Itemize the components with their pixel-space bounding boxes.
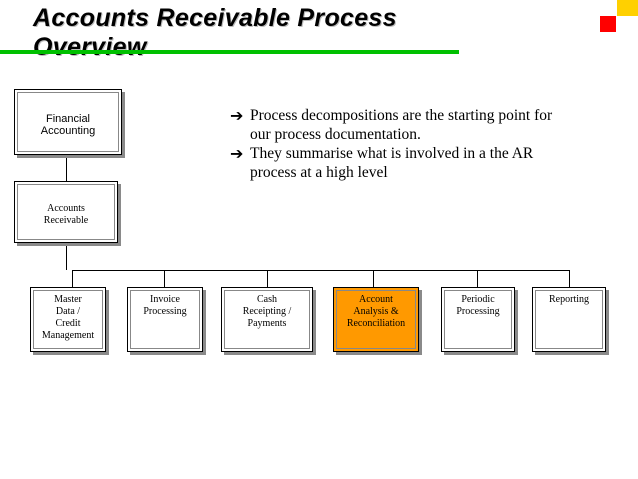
connector-l2-bus	[66, 243, 67, 270]
connector-bus	[72, 270, 570, 271]
connector-drop	[569, 270, 570, 287]
node-accounts-receivable: Accounts Receivable	[14, 181, 118, 243]
node-invoice-processing: Invoice Processing	[127, 287, 203, 352]
bullet-list: ➔ Process decompositions are the startin…	[230, 106, 560, 182]
bullet-text: Process decompositions are the starting …	[250, 107, 553, 143]
node-cash-receipting-payments: Cash Receipting / Payments	[221, 287, 313, 352]
node-periodic-processing: Periodic Processing	[441, 287, 515, 352]
bullet-item: ➔ They summarise what is involved in a t…	[230, 144, 560, 182]
bullet-item: ➔ Process decompositions are the startin…	[230, 106, 560, 144]
node-account-analysis-reconciliation: Account Analysis & Reconciliation	[333, 287, 419, 352]
connector-l1-l2	[66, 156, 67, 181]
connector-drop	[373, 270, 374, 287]
right-arrow-icon: ➔	[230, 144, 244, 163]
decorative-yellow-square	[617, 0, 638, 16]
connector-drop	[164, 270, 165, 287]
node-financial-accounting: Financial Accounting	[14, 89, 122, 155]
title-underline	[0, 50, 459, 54]
node-reporting: Reporting	[532, 287, 606, 352]
connector-drop	[477, 270, 478, 287]
connector-drop	[267, 270, 268, 287]
connector-drop	[72, 270, 73, 287]
node-master-data-credit-management: Master Data / Credit Management	[30, 287, 106, 352]
bullet-text: They summarise what is involved in a the…	[250, 145, 534, 181]
decorative-red-square	[600, 16, 616, 32]
slide-title: Accounts Receivable Process Overview	[33, 4, 397, 61]
right-arrow-icon: ➔	[230, 106, 244, 125]
